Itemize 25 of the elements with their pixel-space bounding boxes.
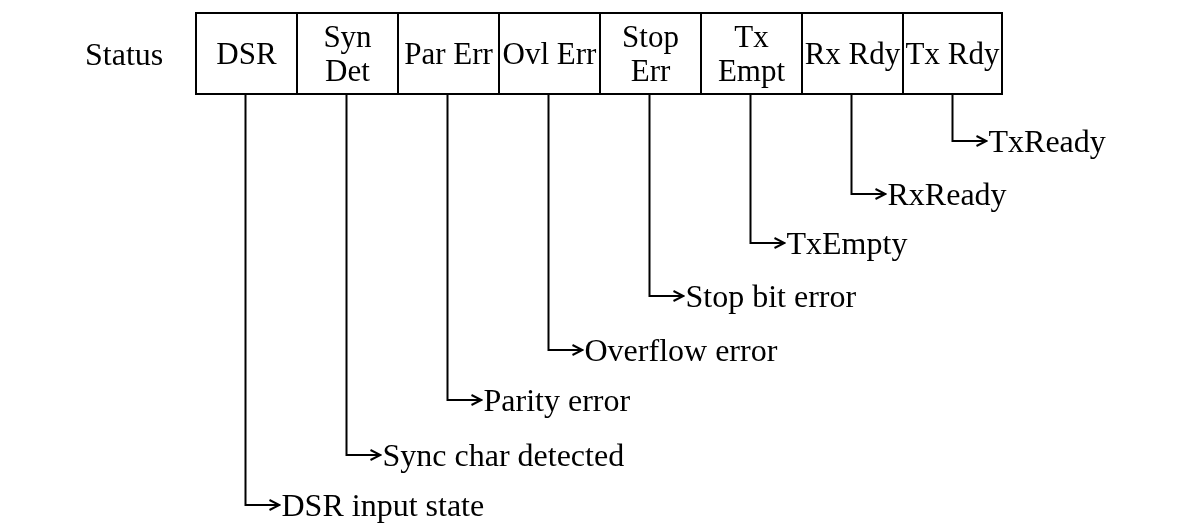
leader-arrow [345, 94, 382, 461]
bit-field: DSR [195, 12, 298, 95]
bit-description: RxReady [887, 176, 1007, 212]
register-label: Status [85, 36, 164, 72]
bit-description: Stop bit error [685, 278, 857, 314]
bit-field: Tx Empt [700, 12, 803, 95]
leader-arrow [850, 94, 887, 200]
bit-field: Syn Det [296, 12, 399, 95]
bit-description: TxEmpty [786, 225, 908, 261]
bit-description: Overflow error [584, 332, 778, 368]
leader-arrow [244, 94, 281, 511]
bit-field: Rx Rdy [801, 12, 904, 95]
bit-field: Ovl Err [498, 12, 601, 95]
bit-description: DSR input state [281, 487, 485, 523]
bit-field: Par Err [397, 12, 500, 95]
bit-description: TxReady [988, 123, 1106, 159]
bit-field: Tx Rdy [902, 12, 1003, 95]
leader-arrow [648, 94, 685, 302]
leader-arrow [749, 94, 786, 249]
leader-arrow [951, 94, 988, 147]
bit-description: Sync char detected [382, 437, 625, 473]
bit-field: Stop Err [599, 12, 702, 95]
leader-arrow [446, 94, 483, 406]
leader-arrow [547, 94, 584, 356]
bit-description: Parity error [483, 382, 631, 418]
